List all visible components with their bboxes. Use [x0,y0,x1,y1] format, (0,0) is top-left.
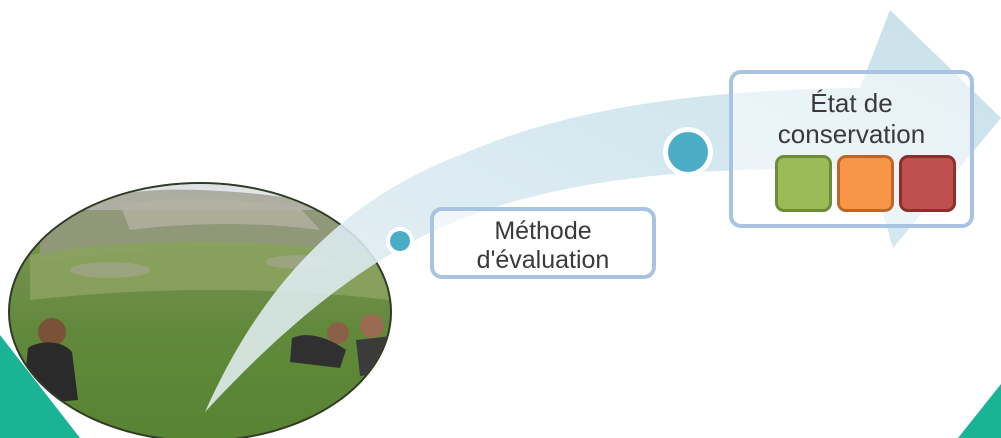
conservation-state-box: État de conservation [729,70,974,228]
person-right [290,314,390,376]
orange-status-square [837,155,894,212]
milestone-dot-small [386,227,414,255]
red-status-square [899,155,956,212]
state-label-line1: État de [810,88,893,118]
green-status-square [775,155,832,212]
accent-corner-right [958,384,1001,438]
method-box: Méthode d'évaluation [430,207,656,279]
milestone-dot-large [663,127,713,177]
accent-corner-left [0,335,80,438]
status-color-row [775,155,957,212]
method-label-line2: d'évaluation [476,246,610,274]
field-survey-photo [8,182,392,438]
method-label-line1: Méthode [494,217,592,245]
state-label-line2: conservation [777,119,926,149]
